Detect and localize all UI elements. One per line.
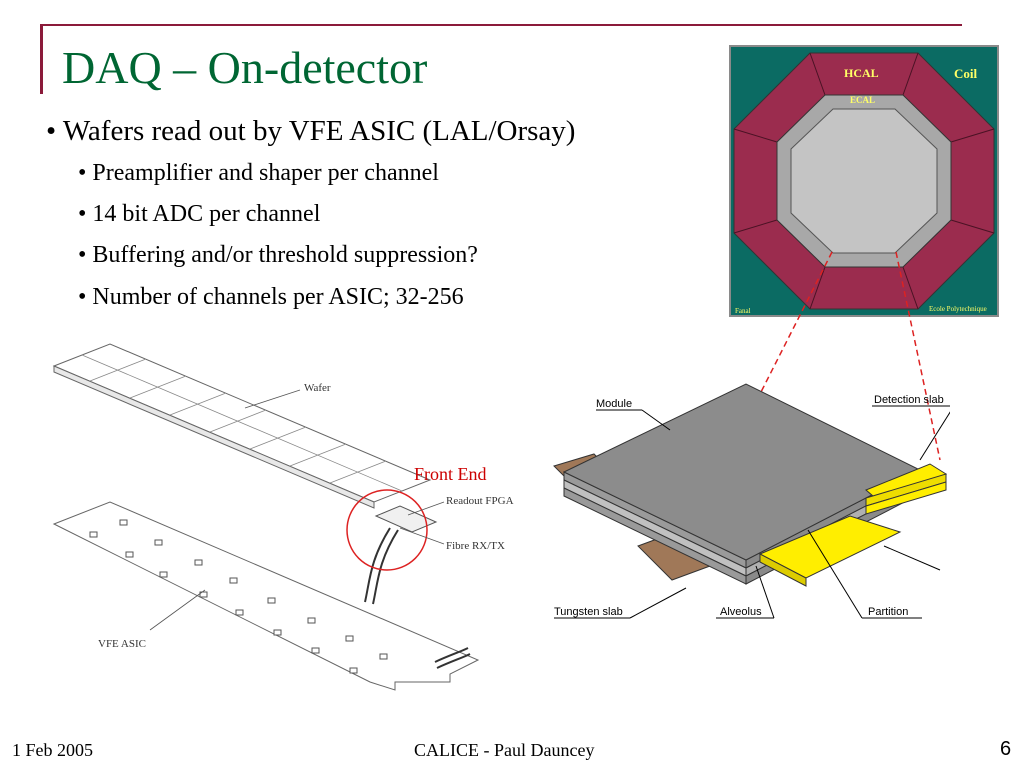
- alveolus-label: Alveolus: [720, 606, 762, 618]
- bullet-sub-4: • Number of channels per ASIC; 32-256: [78, 284, 464, 310]
- bullet-sub-1: • Preamplifier and shaper per channel: [78, 160, 439, 186]
- title-left-rule: [40, 24, 43, 94]
- wafer-label: Wafer: [304, 382, 331, 394]
- footer-date: 1 Feb 2005: [12, 740, 93, 760]
- footer-center: CALICE - Paul Dauncey: [414, 740, 595, 760]
- coil-label: Coil: [954, 66, 978, 81]
- footer-page-number: 6: [1000, 738, 1012, 760]
- bullet-main: • Wafers read out by VFE ASIC (LAL/Orsay…: [46, 115, 576, 147]
- credit-right: Ecole Polytechnique: [929, 305, 987, 313]
- tungsten-slab-label: Tungsten slab: [554, 606, 623, 618]
- ecal-label: ECAL: [850, 95, 875, 105]
- detection-slab-label: Detection slab: [874, 394, 944, 406]
- credit-left: Fanal: [735, 307, 751, 315]
- front-end-label: Front End: [414, 464, 487, 484]
- fibre-label: Fibre RX/TX: [446, 540, 505, 552]
- partition-label: Partition: [868, 606, 908, 618]
- slide-title: DAQ – On-detector: [62, 42, 428, 93]
- hcal-label: HCAL: [844, 66, 879, 80]
- slab-drawing: Wafer Front End Readout FPGA Fibre RX/TX…: [52, 343, 514, 691]
- module-label: Module: [596, 398, 632, 410]
- bullet-sub-3: • Buffering and/or threshold suppression…: [78, 242, 478, 268]
- title-top-rule: [40, 24, 962, 26]
- readout-fpga-label: Readout FPGA: [446, 495, 514, 507]
- zoom-connector-lines: [723, 251, 941, 466]
- detector-cross-section-image: HCAL ECAL Coil Fanal Ecole Polytechnique: [729, 45, 999, 317]
- bullet-sub-2: • 14 bit ADC per channel: [78, 201, 321, 227]
- vfe-asic-label: VFE ASIC: [98, 638, 146, 650]
- module-drawing: Module Detection slab Tungsten slab Alve…: [553, 383, 950, 619]
